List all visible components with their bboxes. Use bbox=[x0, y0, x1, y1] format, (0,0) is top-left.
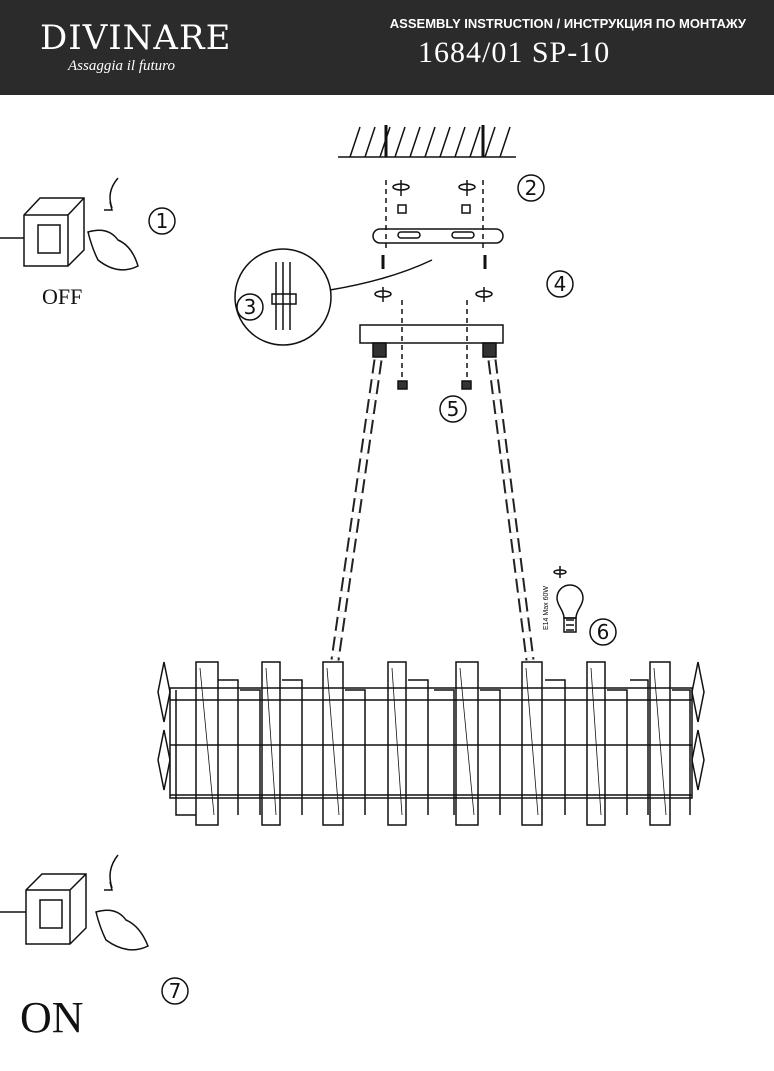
step-7-label: 7 bbox=[169, 979, 182, 1003]
header-bar: DIVINARE Assaggia il futuro ASSEMBLY INS… bbox=[0, 0, 774, 95]
bulb-icon bbox=[556, 584, 584, 633]
ceiling-icon bbox=[338, 125, 516, 158]
brand-logo: DIVINARE bbox=[40, 18, 232, 58]
instruction-title: ASSEMBLY INSTRUCTION / ИНСТРУКЦИЯ ПО МОН… bbox=[389, 16, 746, 31]
brand-tagline: Assaggia il futuro bbox=[68, 58, 175, 74]
wire-connector-icon bbox=[234, 248, 433, 346]
switch-off-label: OFF bbox=[42, 284, 83, 309]
switch-on-label: ON bbox=[20, 993, 84, 1042]
step-6-label: 6 bbox=[597, 620, 610, 644]
chain-icon bbox=[330, 359, 535, 661]
step-2-label: 2 bbox=[525, 176, 538, 200]
assembly-diagram: 1 2 3 4 5 6 7 E14 Max 60W bbox=[0, 125, 705, 1005]
step-4-label: 4 bbox=[554, 272, 567, 296]
rotate-icon bbox=[374, 180, 567, 578]
light-switch-off-icon bbox=[0, 177, 139, 271]
step-markers bbox=[148, 174, 617, 1005]
model-number: 1684/01 SP-10 bbox=[418, 36, 611, 69]
canopy-icon bbox=[359, 324, 504, 344]
chandelier-icon bbox=[157, 661, 705, 826]
step-1-label: 1 bbox=[156, 209, 169, 233]
mounting-plate-icon bbox=[372, 204, 504, 244]
step-5-label: 5 bbox=[447, 397, 460, 421]
light-switch-on-icon bbox=[0, 854, 149, 951]
step-3-label: 3 bbox=[244, 295, 257, 319]
bulb-spec: E14 Max 60W bbox=[543, 586, 550, 630]
